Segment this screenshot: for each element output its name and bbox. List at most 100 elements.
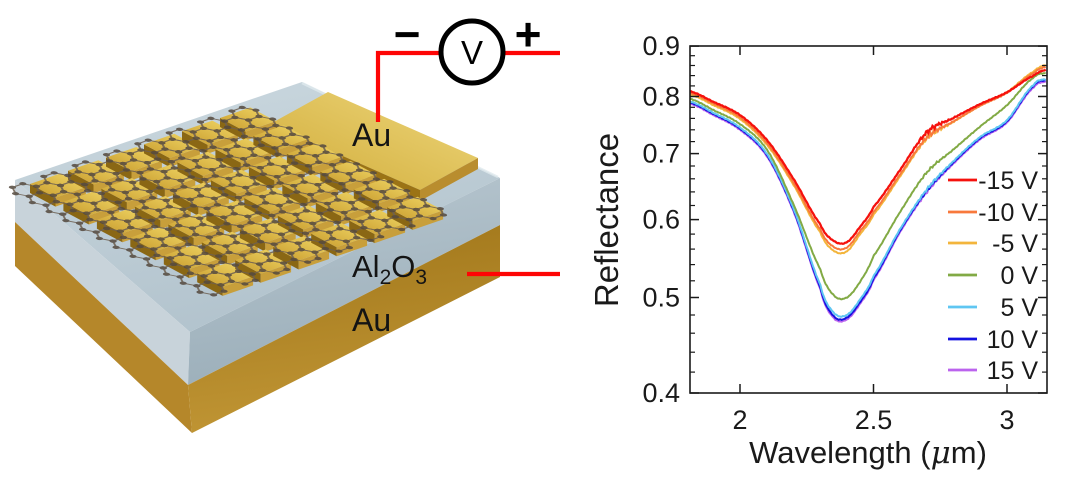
carbon-atom-dot: [360, 226, 368, 230]
carbon-atom-dot: [314, 183, 322, 187]
carbon-atom-dot: [159, 266, 167, 270]
carbon-atom-dot: [381, 218, 389, 223]
carbon-atom-dot: [93, 208, 101, 212]
carbon-atom-dot: [273, 175, 281, 179]
carbon-atom-dot: [252, 182, 260, 186]
carbon-atom-dot: [271, 146, 279, 150]
carbon-atom-dot: [107, 210, 115, 214]
gold-patch-left-face: [206, 211, 232, 234]
carbon-atom-dot: [377, 235, 385, 239]
carbon-atom-dot: [405, 217, 413, 222]
carbon-atom-dot: [218, 260, 226, 264]
carbon-atom-dot: [215, 158, 224, 162]
carbon-atom-dot: [395, 199, 404, 203]
carbon-atom-dot: [264, 230, 272, 234]
carbon-atom-dot: [314, 256, 322, 261]
carbon-atom-dot: [66, 202, 74, 206]
carbon-atom-dot: [348, 178, 357, 182]
carbon-atom-dot: [305, 141, 313, 145]
carbon-atom-dot: [244, 214, 252, 219]
carbon-atom-dot: [334, 198, 342, 202]
carbon-atom-dot: [333, 220, 341, 225]
carbon-atom-dot: [209, 145, 217, 149]
carbon-atom-dot: [261, 201, 270, 205]
label-dielectric-sub2: 2: [380, 266, 392, 289]
gold-patch-right-face: [189, 258, 220, 279]
gold-patch-right-face: [169, 147, 200, 167]
carbon-atom-dot: [223, 148, 231, 152]
carbon-atom-dot: [203, 280, 211, 284]
carbon-atom-dot: [153, 179, 161, 184]
gold-patch: [248, 156, 305, 181]
carbon-atom-dot: [225, 250, 233, 255]
carbon-atom-dot: [196, 216, 204, 220]
carbon-atom-dot: [246, 243, 254, 247]
carbon-atom-dot: [324, 179, 332, 183]
carbon-atom-dot: [99, 220, 108, 224]
carbon-atom-dot: [316, 211, 324, 216]
carbon-atom-dot: [232, 240, 241, 245]
plus-sign: +: [515, 8, 542, 60]
carbon-atom-dot: [181, 236, 189, 240]
carbon-atom-dot: [388, 208, 396, 213]
carbon-atom-dot: [248, 272, 256, 276]
carbon-atom-dot: [64, 173, 72, 178]
carbon-atom-dot: [175, 223, 183, 228]
carbon-atom-dot: [199, 222, 207, 227]
carbon-atom-dot: [233, 144, 241, 148]
carbon-atom-dot: [49, 193, 57, 197]
graphene-mesh: [8, 105, 448, 297]
carbon-atom-dot: [291, 161, 299, 165]
gold-patch-left-face: [248, 166, 275, 190]
carbon-atom-dot: [112, 171, 120, 176]
carbon-atom-dot: [282, 193, 291, 198]
carbon-atom-dot: [369, 171, 377, 175]
carbon-atom-dot: [349, 229, 358, 233]
carbon-atom-dot: [100, 198, 109, 202]
carbon-atom-dot: [91, 179, 99, 183]
carbon-atom-dot: [236, 224, 245, 228]
gold-patch-right-face: [155, 240, 187, 261]
carbon-atom-dot: [202, 155, 210, 159]
x-tick-label: 3: [999, 405, 1014, 435]
carbon-atom-dot: [278, 210, 287, 214]
carbon-atom-dot: [144, 138, 152, 142]
carbon-atom-dot: [108, 188, 116, 192]
carbon-atom-dot: [364, 209, 372, 214]
carbon-atom-dot: [200, 274, 208, 278]
carbon-atom-dot: [231, 115, 239, 120]
carbon-atom-dot: [95, 162, 103, 167]
carbon-atom-dot: [272, 123, 280, 128]
carbon-atom-dot: [208, 168, 216, 172]
y-tick-label: 0.9: [642, 31, 680, 61]
carbon-atom-dot: [175, 127, 184, 131]
carbon-atom-dot: [129, 254, 137, 258]
carbon-atom-dot: [256, 239, 265, 244]
carbon-atom-dot: [283, 267, 291, 271]
carbon-atom-dot: [81, 160, 90, 164]
carbon-atom-dot: [52, 200, 61, 204]
carbon-atom-dot: [205, 235, 213, 239]
carbon-atom-dot: [371, 200, 380, 204]
carbon-atom-dot: [280, 165, 288, 169]
carbon-atom-dot: [193, 284, 201, 288]
carbon-atom-dot: [231, 263, 240, 267]
carbon-atom-dot: [254, 137, 262, 141]
carbon-atom-dot: [297, 174, 305, 178]
carbon-atom-dot: [328, 237, 337, 241]
carbon-atom-dot: [210, 196, 218, 201]
carbon-atom-dot: [322, 150, 330, 154]
carbon-atom-dot: [285, 126, 294, 130]
carbon-atom-dot: [254, 211, 262, 215]
x-tick-label: 2: [732, 405, 747, 435]
carbon-atom-dot: [189, 204, 198, 208]
carbon-atom-dot: [243, 163, 251, 167]
carbon-atom-dot: [311, 250, 319, 254]
carbon-atom-dot: [86, 217, 94, 222]
carbon-atom-dot: [117, 207, 125, 211]
carbon-atom-dot: [83, 211, 91, 215]
carbon-atom-dot: [183, 265, 191, 269]
carbon-atom-dot: [220, 215, 228, 219]
carbon-atom-dot: [247, 221, 255, 225]
carbon-atom-dot: [340, 210, 348, 215]
